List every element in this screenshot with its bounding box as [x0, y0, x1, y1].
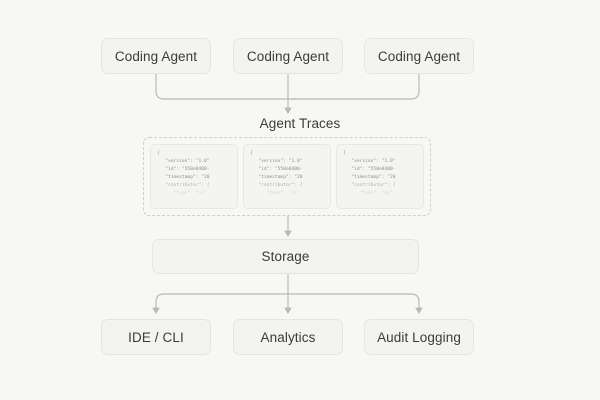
node-storage[interactable]: Storage [152, 239, 419, 274]
node-label: Coding Agent [114, 48, 198, 64]
wire-agent-0-to-bus [155, 74, 296, 100]
node-label: Coding Agent [246, 48, 330, 64]
node-ide-cli[interactable]: IDE / CLI [101, 319, 211, 355]
arrowhead-to-traces [284, 107, 292, 114]
trace-json-snippet: { "version": "1.0" "id": "550e8400- "tim… [250, 151, 303, 196]
wire-fanout-right [288, 293, 420, 309]
node-coding-agent-1[interactable]: Coding Agent [101, 38, 211, 74]
arrowhead-to-consumer-0 [152, 307, 160, 314]
node-coding-agent-3[interactable]: Coding Agent [364, 38, 474, 74]
arrowhead-to-consumer-1 [284, 307, 292, 314]
trace-card[interactable]: { "version": "1.0" "id": "550e8400- "tim… [243, 144, 331, 209]
arrowhead-to-storage [284, 230, 292, 237]
wire-fanout-left [155, 293, 288, 309]
node-coding-agent-2[interactable]: Coding Agent [233, 38, 343, 74]
agent-traces-group: { "version": "1.0" "id": "550e8400- "tim… [143, 137, 431, 216]
node-analytics[interactable]: Analytics [233, 319, 343, 355]
trace-card[interactable]: { "version": "1.0" "id": "550e8400- "tim… [150, 144, 238, 209]
agent-traces-label: Agent Traces [259, 116, 341, 131]
trace-json-snippet: { "version": "1.0" "id": "550e8400- "tim… [157, 151, 210, 196]
node-label: Storage [261, 249, 310, 264]
node-label: IDE / CLI [128, 329, 184, 345]
node-label: Audit Logging [377, 329, 461, 345]
wire-agent-2-to-bus [292, 74, 420, 100]
trace-json-snippet: { "version": "1.0" "id": "550e8400- "tim… [343, 151, 396, 196]
node-label: Analytics [260, 329, 316, 345]
trace-card[interactable]: { "version": "1.0" "id": "550e8400- "tim… [336, 144, 424, 209]
node-label: Coding Agent [377, 48, 461, 64]
node-audit-logging[interactable]: Audit Logging [364, 319, 474, 355]
arrowhead-to-consumer-2 [415, 307, 423, 314]
